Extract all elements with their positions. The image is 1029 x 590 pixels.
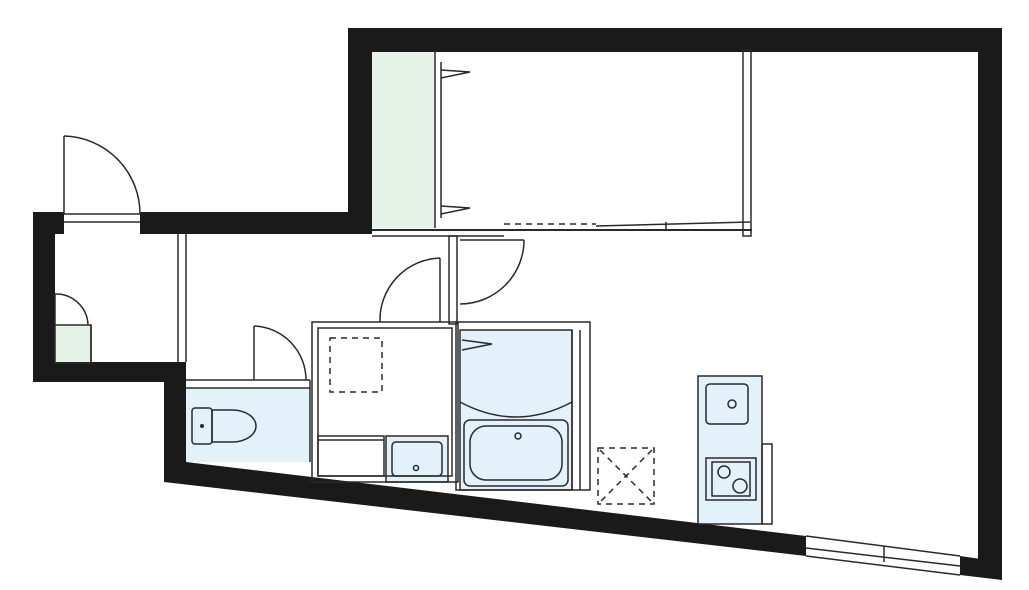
partition-upper-right — [742, 49, 752, 237]
door-swing-icon — [379, 257, 441, 323]
door-swing-icon — [253, 325, 307, 381]
sink-icon — [385, 435, 449, 483]
closet-fill-main — [371, 50, 435, 228]
closet-fill-entrance — [55, 325, 91, 363]
toilet-room-fill — [186, 388, 310, 462]
bathtub-icon — [463, 419, 569, 487]
washroom-box — [311, 321, 459, 483]
door-swing-icon — [54, 293, 89, 326]
stove-icon — [705, 457, 757, 501]
wall-entrance-bottom — [33, 362, 186, 382]
door-swing-icon — [459, 239, 525, 305]
wall-bottom-right — [960, 556, 1002, 580]
wall-top — [348, 28, 1002, 232]
toilet-icon — [191, 407, 257, 445]
washbasin-fill — [386, 436, 448, 482]
door-swing-icon — [63, 135, 141, 215]
wall-hall-top — [140, 212, 372, 234]
kitchen-counter — [697, 375, 773, 525]
wall-entrance-left — [33, 212, 55, 382]
wall-bottom-diagonal — [164, 362, 806, 556]
washer-space-icon — [329, 337, 383, 393]
window-bottom — [805, 535, 961, 576]
kitchen-counter-fill — [698, 376, 762, 524]
partition-center — [448, 235, 458, 325]
fridge-space-icon — [597, 447, 655, 505]
sink-icon — [705, 383, 749, 425]
wall-right — [978, 28, 1002, 580]
